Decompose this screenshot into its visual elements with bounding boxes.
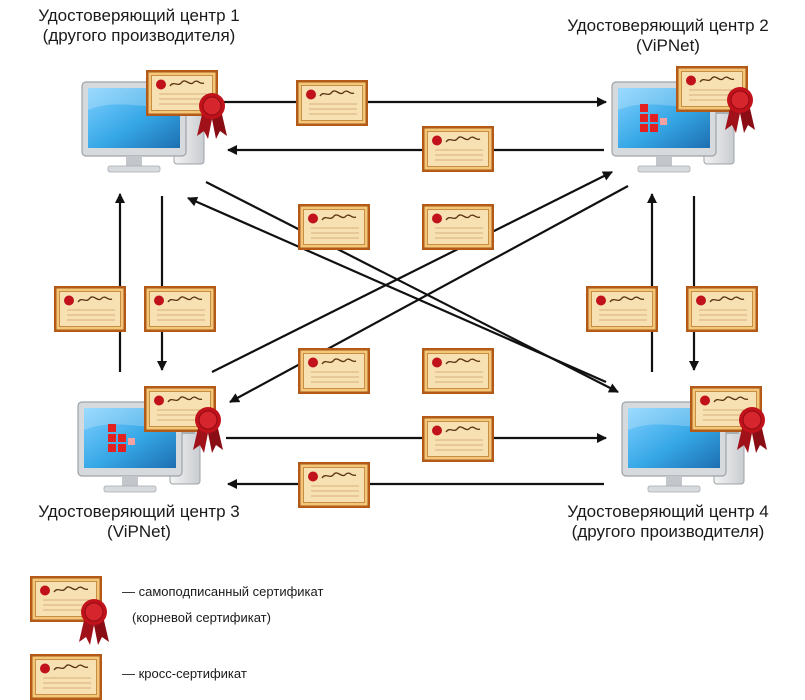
arrow-ca2-to-ca3	[229, 185, 629, 403]
ca1-caption: Удостоверяющий центр 1 (другого производ…	[4, 6, 274, 46]
ca3-subtitle: (ViPNet)	[107, 522, 171, 541]
cross-certificate-icon	[297, 461, 371, 509]
ca4-title: Удостоверяющий центр 4	[567, 502, 769, 521]
legend-cross: — кросс-сертификат	[122, 666, 247, 681]
ca4-caption: Удостоверяющий центр 4 (другого производ…	[533, 502, 803, 542]
cross-certificate-icon	[421, 203, 495, 251]
cross-certificate-icon	[421, 347, 495, 395]
arrows	[115, 97, 699, 489]
cross-certificate-icon	[53, 285, 127, 333]
arrow-ca3-to-ca2	[211, 171, 613, 373]
ca4-subtitle: (другого производителя)	[571, 522, 765, 541]
cross-certificate-icon	[297, 347, 371, 395]
cross-certificate-icon	[295, 79, 369, 127]
cross-certificate-icon	[585, 285, 659, 333]
legend-self-signed-line1: — самоподписанный сертификат	[122, 584, 324, 599]
ca3-caption: Удостоверяющий центр 3 (ViPNet)	[4, 502, 274, 542]
cross-certificate-icon	[421, 415, 495, 463]
arrow-ca4-to-ca1	[187, 196, 607, 384]
cross-certificate-icon	[143, 285, 217, 333]
ca2-caption: Удостоверяющий центр 2 (ViPNet)	[533, 16, 803, 56]
ca1-title: Удостоверяющий центр 1	[38, 6, 240, 25]
ca3-title: Удостоверяющий центр 3	[38, 502, 240, 521]
ca1-subtitle: (другого производителя)	[42, 26, 236, 45]
ca2-subtitle: (ViPNet)	[636, 36, 700, 55]
legend-cross-certificate-icon	[29, 653, 103, 700]
cross-certificate-icon	[421, 125, 495, 173]
ca2-title: Удостоверяющий центр 2	[567, 16, 769, 35]
cross-certificate-icon	[685, 285, 759, 333]
legend-self-signed-certificate-icon	[29, 575, 110, 646]
legend-self-signed-line2: (корневой сертификат)	[132, 610, 271, 625]
cross-certificate-icon	[297, 203, 371, 251]
